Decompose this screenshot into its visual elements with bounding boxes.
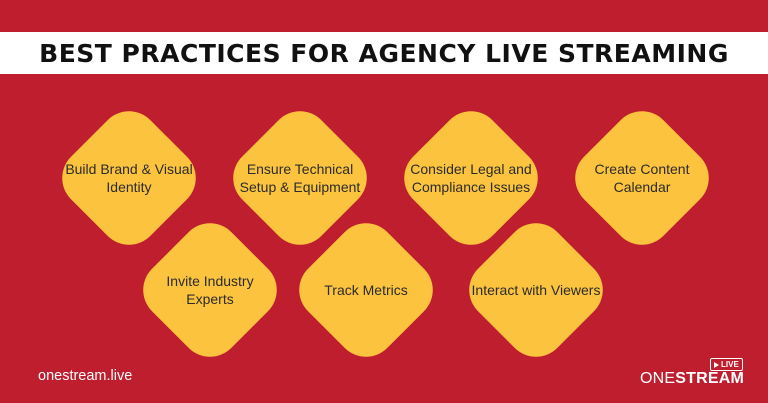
onestream-logo: LIVE ONESTREAM (640, 358, 744, 388)
page-title: BEST PRACTICES FOR AGENCY LIVE STREAMING (39, 38, 729, 68)
logo-wordmark: ONESTREAM (640, 370, 744, 388)
live-badge: LIVE (710, 358, 743, 371)
practice-diamond-build-brand: Build Brand & Visual Identity (47, 96, 211, 260)
logo-wordmark-bold: STREAM (675, 370, 745, 387)
practice-diamond-track-metrics: Track Metrics (284, 208, 448, 372)
live-badge-label: LIVE (721, 360, 739, 369)
practice-label: Interact with Viewers (471, 282, 601, 298)
practice-label: Track Metrics (324, 282, 408, 298)
footer-url: onestream.live (38, 368, 133, 384)
practice-diamond-technical-setup: Ensure Technical Setup & Equipment (218, 96, 382, 260)
practice-diamond-legal-compliance: Consider Legal and Compliance Issues (389, 96, 553, 260)
title-bar: BEST PRACTICES FOR AGENCY LIVE STREAMING (0, 32, 768, 74)
logo-wordmark-light: ONE (640, 370, 676, 387)
play-icon (714, 361, 719, 368)
practice-label: Consider Legal and Compliance Issues (410, 161, 532, 195)
practice-label: Create Content Calendar (594, 161, 690, 195)
practice-label: Ensure Technical Setup & Equipment (239, 161, 361, 195)
practice-diamond-interact-viewers: Interact with Viewers (454, 208, 618, 372)
practice-label: Build Brand & Visual Identity (65, 161, 193, 195)
practice-diamond-industry-experts: Invite Industry Experts (128, 208, 292, 372)
practice-diamond-content-calendar: Create Content Calendar (560, 96, 724, 260)
practice-label: Invite Industry Experts (166, 273, 254, 307)
